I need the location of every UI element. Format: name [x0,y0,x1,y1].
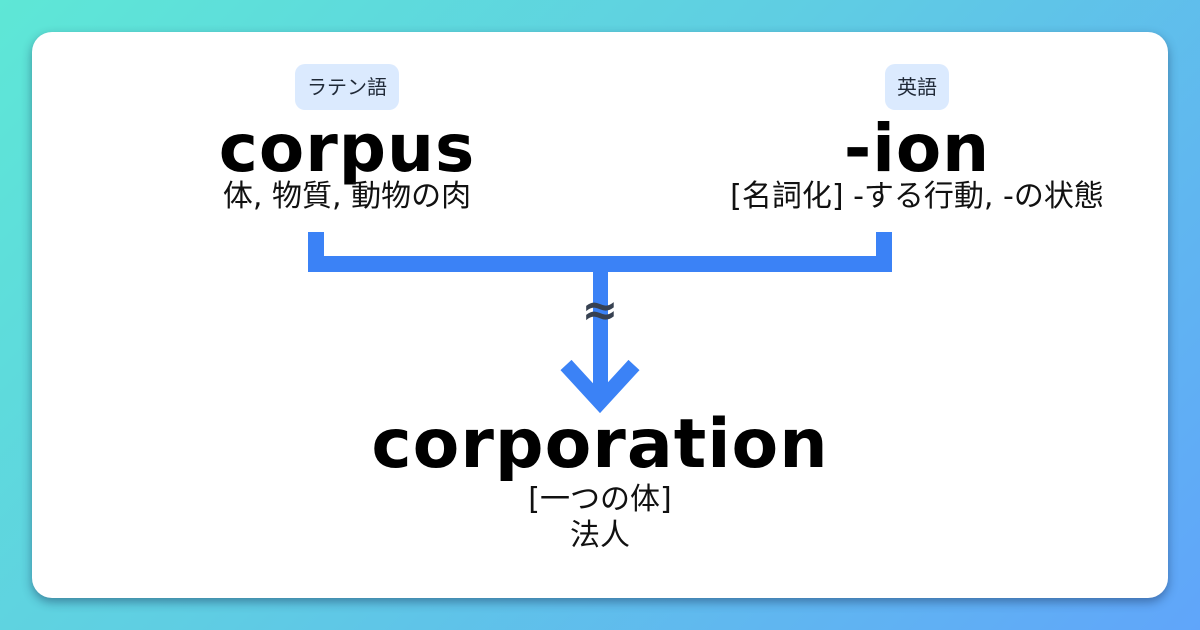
result-word-block: corporation [一つの体] 法人 [32,408,1168,554]
connector-diagram [308,232,892,414]
source-meaning-corpus: 体, 物質, 動物の肉 [222,179,472,214]
result-word: corporation [371,405,829,484]
result-literal-meaning: [一つの体] [528,482,672,517]
source-left: ラテン語 corpus 体, 物質, 動物の肉 [182,64,512,214]
language-badge-english: 英語 [885,64,949,110]
arrow-down-icon [560,359,640,414]
arrow-stem [593,270,608,400]
source-right: 英語 -ion [名詞化] -する行動, -の状態 [667,64,1167,214]
approx-symbol-icon: ≈ [581,285,619,336]
result-meaning: 法人 [570,518,630,553]
source-word-ion: -ion [843,110,991,187]
source-word-corpus: corpus [218,110,476,187]
merge-bar [308,256,892,272]
etymology-card: ラテン語 corpus 体, 物質, 動物の肉 英語 -ion [名詞化] -す… [32,32,1168,598]
source-meaning-ion: [名詞化] -する行動, -の状態 [730,179,1104,214]
language-badge-latin: ラテン語 [295,64,399,110]
